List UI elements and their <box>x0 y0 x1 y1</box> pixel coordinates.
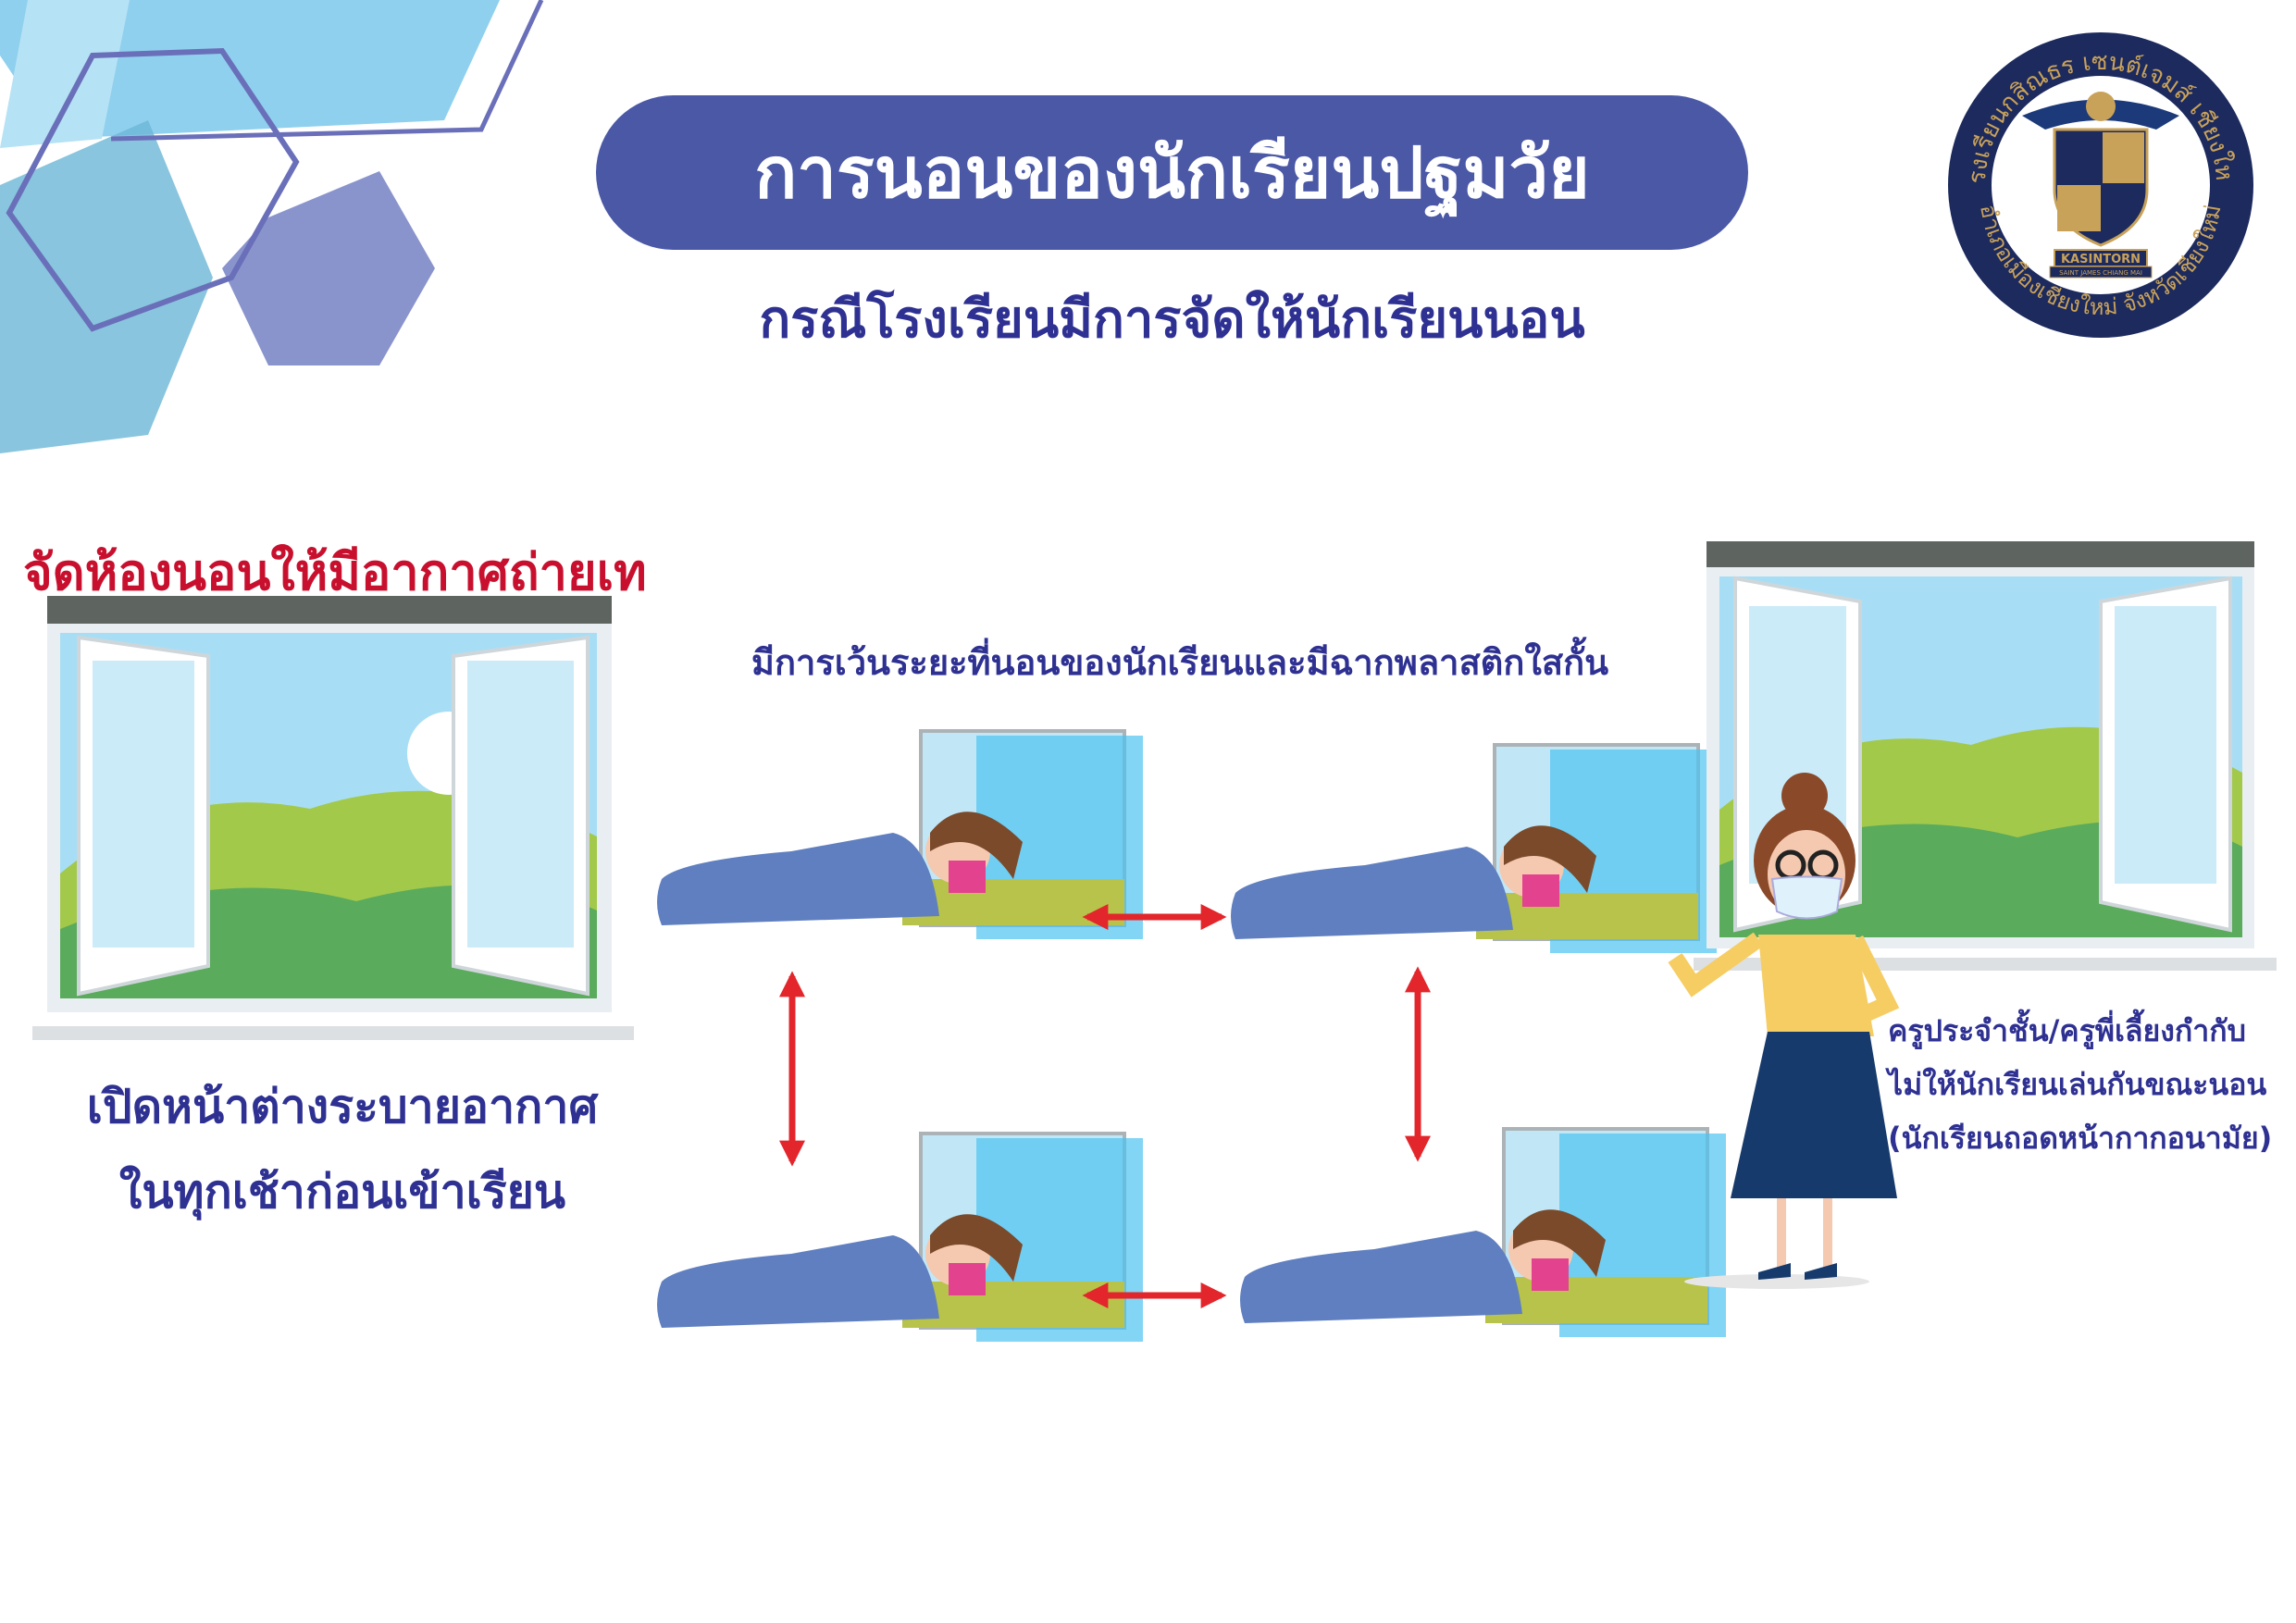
teacher-illustration <box>1668 773 1900 1289</box>
ventilation-line-1: เปิดหน้าต่างระบายอากาศ <box>86 1080 599 1134</box>
ventilation-line-2: ในทุกเช้าก่อนเข้าเรียน <box>118 1165 566 1219</box>
page-subtitle: กรณีโรงเรียนมีการจัดให้นักเรียนนอน <box>759 290 1585 350</box>
spacing-caption: มีการเว้นระยะที่นอนของนักเรียนและมีฉากพล… <box>751 642 1609 683</box>
ventilation-instructions: เปิดหน้าต่างระบายอากาศ ในทุกเช้าก่อนเข้า… <box>19 1064 666 1234</box>
bed-top-left <box>655 729 1145 941</box>
teacher-note-line-1: ครูประจำชั้น/ครูพี่เลี้ยงกำกับ <box>1888 1013 2246 1048</box>
school-logo: โรงเรียนกสิณธร เซนต์เจมส์ เชียงใหม่ อำเภ… <box>1935 6 2258 342</box>
teacher-note-line-3: (นักเรียนถอดหน้ากากอนามัย) <box>1888 1121 2273 1156</box>
bed-bottom-left <box>655 1132 1145 1344</box>
svg-text:SAINT JAMES CHIANG MAI: SAINT JAMES CHIANG MAI <box>2059 269 2142 277</box>
ventilation-heading: จัดห้องนอนให้มีอากาศถ่ายเท <box>23 543 647 601</box>
page-title: การนอนของนักเรียนปฐมวัย <box>596 95 1748 250</box>
decorative-hexagons <box>0 0 544 453</box>
open-window-illustration <box>32 596 634 1040</box>
teacher-supervision-note: ครูประจำชั้น/ครูพี่เลี้ยงกำกับ ไม่ให้นัก… <box>1888 1004 2295 1165</box>
svg-text:KASINTORN: KASINTORN <box>2061 253 2141 266</box>
teacher-note-line-2: ไม่ให้นักเรียนเล่นกันขณะนอน <box>1888 1067 2267 1102</box>
